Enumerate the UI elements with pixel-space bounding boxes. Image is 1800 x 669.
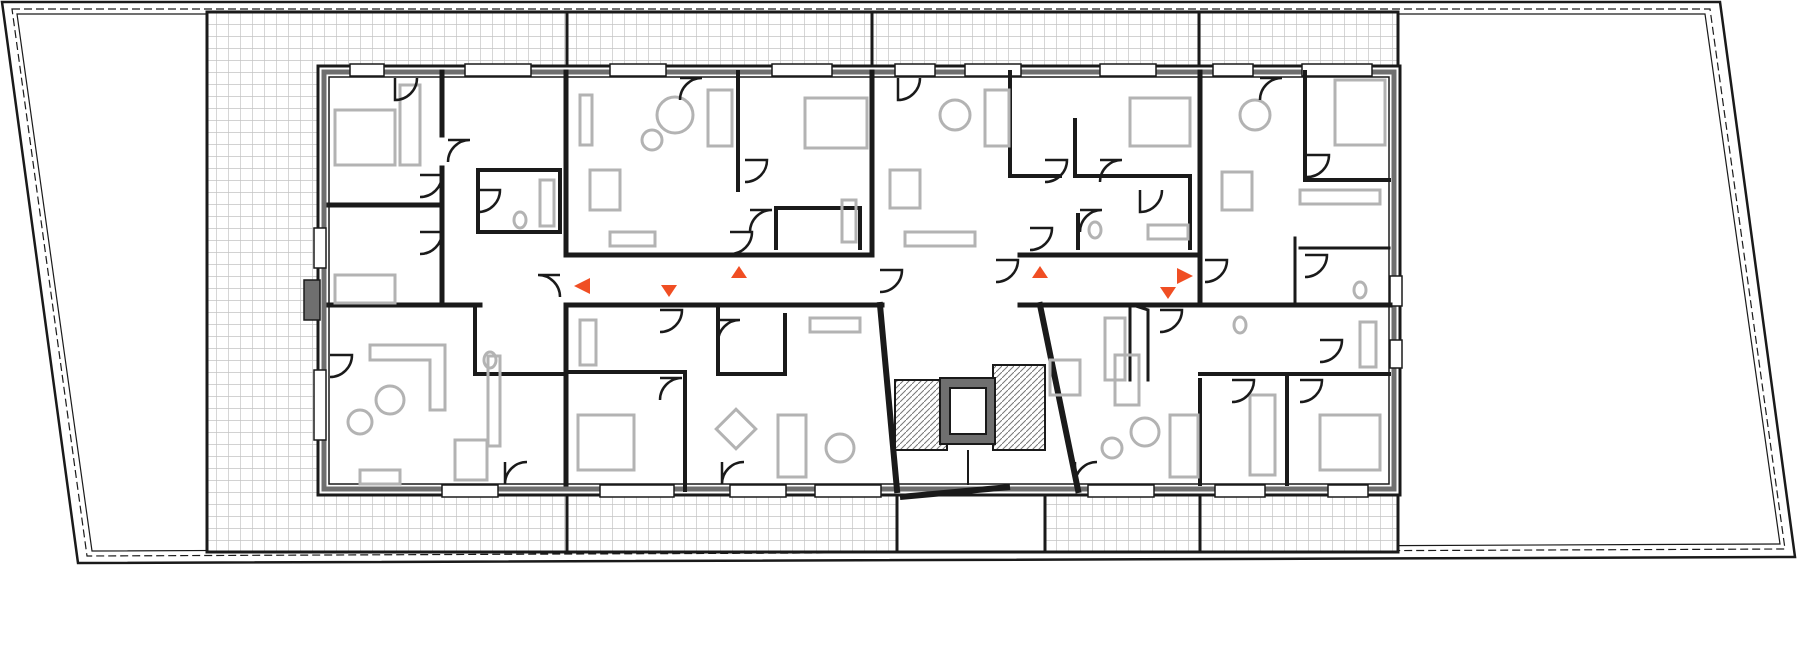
entrance-markers [574,266,1193,299]
dining-table [1048,358,1082,397]
round-table [1238,98,1272,132]
sofa [983,88,1011,148]
dining-table [888,168,922,210]
stair-flight-east [992,364,1046,451]
orange-triangle-icon [574,278,590,294]
sofa [1168,413,1200,479]
toilet [512,210,528,230]
kitchen-counter [608,230,657,248]
furniture [333,78,1387,486]
plant [1100,436,1124,460]
bed [576,413,636,472]
bed [333,273,397,305]
sofa [776,413,808,479]
stair-landing-south [895,493,1047,554]
round-table [655,95,695,135]
bed [1318,413,1382,472]
south-terrace-center [565,493,899,554]
stair-core [894,364,1046,500]
orange-triangle-icon [1032,266,1048,278]
wardrobe [398,83,422,167]
bathtub [538,178,556,228]
dining-table [588,168,622,212]
kitchen-counter [1298,188,1382,206]
round-table [374,384,406,416]
dining-table [453,438,489,482]
bathtub [1146,223,1190,241]
doors [329,76,1344,485]
bed [803,96,869,150]
kitchen-counter [1103,316,1127,382]
sofa [368,343,447,412]
kitchen-counter [808,316,862,334]
plant [640,128,664,152]
building-envelope [303,63,1403,498]
stair-flight-west [894,379,948,451]
wardrobe [578,93,594,147]
toilet [482,350,498,370]
orange-triangle-icon [1177,268,1193,284]
desk [358,468,402,486]
round-table [1129,416,1161,448]
kitchen-counter [903,230,977,248]
toilet [1352,280,1368,300]
round-table [824,432,856,464]
bed [333,108,397,167]
plant [346,408,374,436]
bathtub [578,318,598,367]
south-terrace-east [1043,493,1202,554]
toilet [1087,220,1103,240]
dining-table [1220,170,1254,212]
toilet [1232,315,1248,335]
orange-triangle-icon [661,285,677,297]
dining-table [714,407,758,451]
bed [1333,78,1387,147]
interior-walls [326,69,1393,494]
bathtub [840,198,858,244]
orange-triangle-icon [731,266,747,278]
sofa [706,88,734,148]
bed [1128,96,1192,148]
bathtub [1358,320,1378,369]
round-table [938,98,972,132]
orange-triangle-icon [1160,287,1176,299]
wardrobe [1248,393,1277,477]
